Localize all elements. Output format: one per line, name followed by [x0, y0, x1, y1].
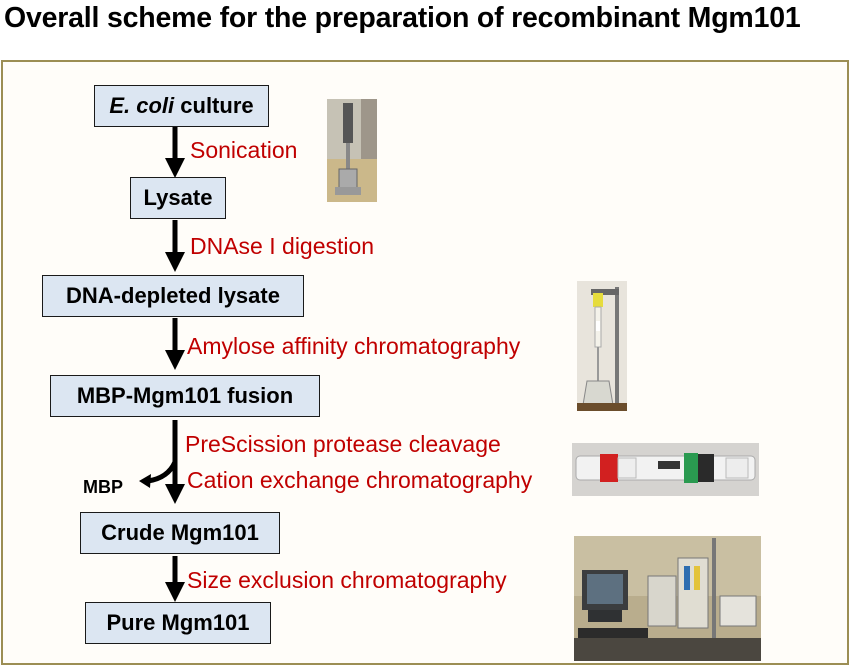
- sonicator-photo: [327, 99, 377, 202]
- box-dna-depleted-label: DNA-depleted lysate: [66, 283, 280, 308]
- cation-column-photo: [572, 443, 759, 496]
- box-ecoli-italic: E. coli: [109, 93, 175, 118]
- step-cation-exchange: Cation exchange chromatography: [187, 467, 533, 493]
- box-mbp-fusion: MBP-Mgm101 fusion: [50, 375, 320, 417]
- box-dna-depleted-lysate: DNA-depleted lysate: [42, 275, 304, 317]
- step-sonication: Sonication: [190, 137, 298, 163]
- step-dnase-digestion: DNAse I digestion: [190, 233, 375, 259]
- arrow-branch-mbp: [147, 460, 178, 484]
- lab-setup-photo: [574, 536, 761, 661]
- box-pure-label: Pure Mgm101: [106, 610, 250, 635]
- page-title: Overall scheme for the preparation of re…: [4, 2, 801, 34]
- amylose-column-photo: [577, 281, 627, 411]
- box-mbp-fusion-label: MBP-Mgm101 fusion: [76, 383, 294, 408]
- step-prescission-cleavage: PreScission protease cleavage: [185, 431, 501, 457]
- step-size-exclusion: Size exclusion chromatography: [187, 567, 507, 593]
- side-product-mbp: MBP: [83, 477, 123, 497]
- box-lysate-label: Lysate: [143, 185, 213, 210]
- box-crude-mgm101: Crude Mgm101: [80, 512, 280, 554]
- arrow-branch-mbp-head: [139, 474, 151, 488]
- box-crude-label: Crude Mgm101: [101, 520, 259, 545]
- box-ecoli-culture: E. coli culture: [94, 85, 269, 127]
- step-amylose-affinity: Amylose affinity chromatography: [187, 333, 521, 359]
- box-lysate: Lysate: [130, 177, 226, 219]
- box-ecoli-rest: culture: [174, 93, 254, 118]
- box-pure-mgm101: Pure Mgm101: [85, 602, 271, 644]
